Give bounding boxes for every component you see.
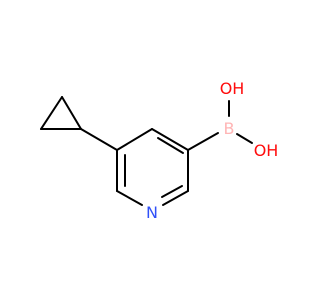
bond-ring-c4-c3 (151, 128, 189, 151)
bond-ring-c5-c4 (116, 128, 153, 151)
atom-hydroxyl-1: OH (220, 79, 245, 98)
bond-cyclopropyl-3 (61, 96, 82, 130)
bonds (40, 96, 253, 206)
atom-nitrogen: N (146, 203, 158, 222)
bond-ring-n-c6 (116, 190, 143, 206)
bond-ring-c2-n-inner (161, 185, 183, 198)
bond-ring-c2-n (162, 190, 189, 206)
bond-ring-c4-c3-inner (157, 137, 184, 154)
bond-ring-boron (187, 132, 219, 151)
atom-boron: B (224, 119, 235, 138)
structure-canvas: N B OH OH (40, 79, 279, 222)
molecule-diagram: N B OH OH (40, 79, 279, 222)
atom-hydroxyl-2: OH (254, 141, 279, 160)
bond-cyclopropyl-1 (40, 96, 63, 130)
bond-boron-oxygen-2 (236, 133, 253, 144)
bond-cyclopropyl-ring (80, 128, 118, 151)
